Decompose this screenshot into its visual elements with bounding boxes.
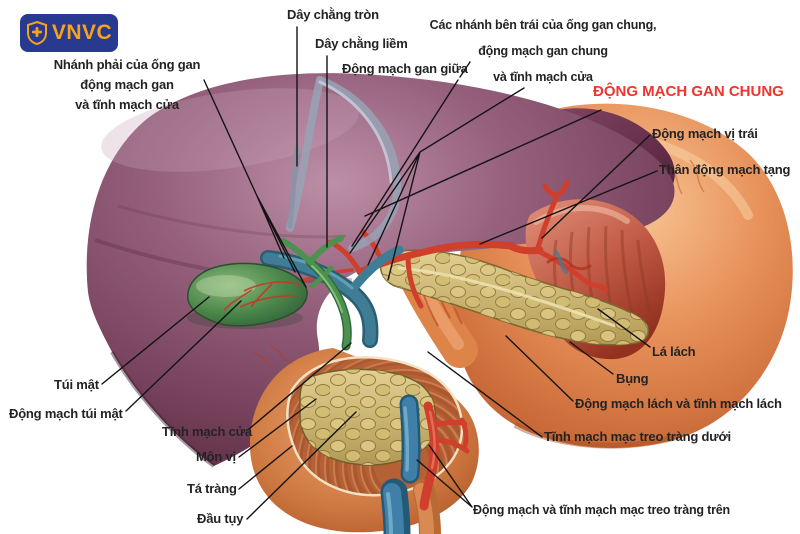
- label-inferior-mesenteric-vein: Tĩnh mạch mạc treo tràng dưới: [544, 429, 731, 444]
- cystic-artery: [223, 281, 301, 311]
- label-left-branches: Các nhánh bên trái của ống gan chung, độ…: [429, 18, 657, 84]
- label-pancreas-head: Đầu tụy: [197, 511, 244, 526]
- label-left-gastric-artery: Động mạch vị trái: [652, 126, 758, 141]
- gallbladder-shape: [187, 262, 308, 329]
- liver-left-lobe-tip: [548, 108, 675, 197]
- shield-cross-icon: [26, 21, 47, 45]
- falciform-ligament: [286, 76, 402, 252]
- label-splenic-vessels: Động mạch lách và tĩnh mạch lách: [575, 396, 782, 411]
- vnvc-logo-text: VNVC: [51, 21, 113, 44]
- label-spleen: Lá lách: [652, 344, 696, 359]
- label-common-hepatic-artery: ĐỘNG MẠCH GAN CHUNG: [593, 83, 784, 100]
- bile-duct: [280, 235, 352, 351]
- label-duodenum: Tá tràng: [187, 481, 237, 496]
- label-stomach: Bụng: [616, 371, 649, 386]
- label-middle-hepatic-artery: Động mạch gan giữa: [342, 61, 468, 76]
- pancreas-body: [380, 249, 649, 346]
- label-cystic-artery: Động mạch túi mật: [9, 406, 123, 421]
- label-portal-vein: Tĩnh mạch cửa: [162, 424, 252, 439]
- label-pylorus: Môn vị: [196, 449, 236, 464]
- vnvc-logo: VNVC: [20, 14, 118, 52]
- round-ligament: [287, 145, 300, 229]
- label-right-branches: Nhánh phải của ống gan động mạch gan và …: [53, 57, 201, 112]
- label-round-ligament: Dây chằng tròn: [287, 7, 379, 22]
- label-celiac-trunk: Thân động mạch tạng: [659, 162, 791, 177]
- mesenteric-vessels: [380, 394, 470, 534]
- label-superior-mesenteric-vessels: Động mạch và tĩnh mạch mạc treo tràng tr…: [473, 503, 730, 517]
- label-gallbladder: Túi mật: [54, 377, 99, 392]
- leader-lines: [101, 26, 658, 520]
- label-falciform-ligament: Dây chằng liềm: [315, 36, 408, 51]
